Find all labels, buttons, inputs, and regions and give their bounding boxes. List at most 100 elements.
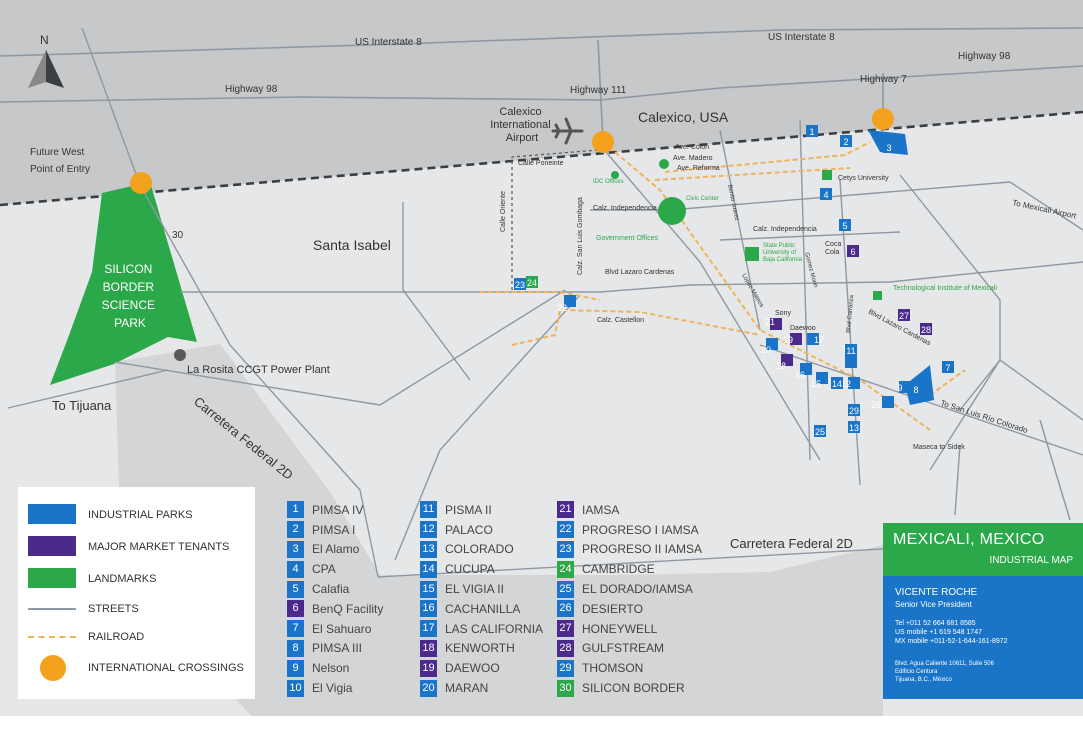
street-carranza: Blvd Carranza: [846, 294, 855, 333]
maseca-label: Maseca to Sidek: [913, 444, 965, 451]
index-name-17: LAS CALIFORNIA: [445, 621, 544, 636]
marker-16-label: 16: [795, 370, 805, 380]
index-name-15: EL VIGIA II: [445, 582, 504, 597]
marker-11-box: [845, 344, 857, 356]
legend-swatch-landmarks: [28, 568, 76, 588]
idc-label: IDC Offices: [593, 179, 624, 185]
north-label: N: [40, 33, 49, 47]
title-card-header: MEXICALI, MEXICO INDUSTRIAL MAP: [883, 523, 1083, 576]
marker-22-box: [564, 295, 576, 307]
gov-label: Government Offices: [596, 235, 659, 242]
marker-4-box: [820, 188, 832, 200]
index-name-23: PROGRESO II IAMSA: [582, 542, 703, 557]
index-name-8: PIMSA III: [312, 641, 363, 656]
index-number-8: 8: [287, 639, 304, 657]
title-card: MEXICALI, MEXICO INDUSTRIAL MAP VICENTE …: [883, 523, 1083, 699]
index-name-12: PALACO: [445, 522, 493, 537]
marker-13-label: 13: [849, 423, 859, 433]
index-number-19: 19: [420, 659, 437, 677]
street-indep-1: Calz. Independencia: [593, 205, 657, 212]
index-number-14: 14: [420, 560, 437, 578]
index-number-26: 26: [557, 600, 574, 618]
index-number-6: 6: [287, 600, 304, 618]
index-name-5: Calafia: [312, 582, 350, 597]
contact-us-mobile: US mobile +1 619 548 1747: [895, 629, 982, 636]
index-item-17: 17 LAS CALIFORNIA: [420, 619, 543, 639]
to-tijuana: To Tijuana: [52, 398, 112, 413]
index-item-4: 4 CPA: [287, 559, 383, 579]
marker-25-box: [814, 425, 826, 437]
marker-5-box: [839, 219, 851, 231]
uabc-label: State Public University of Baja Californ…: [763, 243, 803, 263]
contact-role: Senior Vice President: [895, 600, 972, 609]
marker-26-box: [882, 396, 894, 408]
contact-address-3: Tijuana, B.C., México: [895, 677, 952, 683]
power-plant-label: La Rosita CCGT Power Plant: [187, 364, 330, 376]
index-number-2: 2: [287, 521, 304, 539]
legend-streets: STREETS: [88, 603, 139, 615]
future-west-label: Future West Point of Entry: [30, 147, 90, 175]
coca-label: Coca Cola: [825, 241, 843, 256]
us-highways: [0, 27, 1083, 143]
contact-mx-mobile: MX mobile +011-52-1-644-161-8972: [895, 638, 1008, 645]
index-number-17: 17: [420, 620, 437, 638]
marker-1-box: [806, 125, 818, 137]
marker-14-label: 14: [832, 379, 842, 389]
index-name-13: COLORADO: [445, 542, 514, 557]
calexico-airport-label: Calexico International Airport: [490, 106, 554, 144]
street-colon: Ave. Colon: [675, 144, 709, 151]
map-markers: 1234567891011121314151617181920212223242…: [514, 125, 954, 437]
index-name-7: El Sahuaro: [312, 621, 372, 636]
index-number-1: 1: [287, 501, 304, 519]
highway-111: Highway 111: [570, 85, 627, 96]
legend-tenants: MAJOR MARKET TENANTS: [88, 541, 230, 553]
marker-19-label: 19: [783, 335, 793, 345]
civic-label: Civic Center: [686, 196, 719, 202]
legend-swatch-railroad: [28, 636, 76, 638]
index-name-24: CAMBRIDGE: [582, 562, 655, 577]
legend-swatch-streets: [28, 608, 76, 610]
index-number-28: 28: [557, 639, 574, 657]
landmark-dots: [611, 159, 882, 300]
marker-16-box: [800, 363, 812, 375]
tech-institute-label: Technological Institute of Mexicali: [893, 285, 997, 292]
index-number-20: 20: [420, 679, 437, 697]
marker-24-label: 24: [527, 278, 537, 288]
contact-address-1: Blvd. Agua Caliente 10611, Suite 506: [895, 661, 994, 667]
index-number-4: 4: [287, 560, 304, 578]
bottom-strip: [0, 716, 1083, 732]
contact-address-2: Edificio Centura: [895, 669, 938, 675]
marker-6-box: [847, 245, 859, 257]
index-name-25: EL DORADO/IAMSA: [582, 582, 693, 597]
highway-98-right: Highway 98: [958, 51, 1011, 62]
marker-24-box: [526, 276, 538, 288]
power-plant-dot: [174, 349, 186, 361]
marker-1-label: 1: [809, 127, 814, 137]
us-side: [0, 0, 1083, 205]
highway-98-left: Highway 98: [225, 84, 278, 95]
index-name-4: CPA: [312, 562, 336, 577]
marker-22-label: 22: [557, 303, 567, 313]
us-interstate-8-left: US Interstate 8: [355, 37, 422, 48]
index-number-25: 25: [557, 580, 574, 598]
marker-14-box: [831, 377, 843, 389]
street-lazaro: Blvd Lazaro Cardenas: [605, 269, 675, 276]
legend-swatch-industrial: [28, 504, 76, 524]
index-name-30: SILICON BORDER: [582, 681, 685, 696]
street-oriente: Calle Oriente: [500, 191, 507, 232]
marker-19-box: [790, 333, 802, 345]
marker-23-box: [514, 278, 526, 290]
airplane-icon: [551, 117, 584, 145]
index-item-8: 8 PIMSA III: [287, 639, 383, 659]
index-name-10: El Vigia: [312, 681, 353, 696]
